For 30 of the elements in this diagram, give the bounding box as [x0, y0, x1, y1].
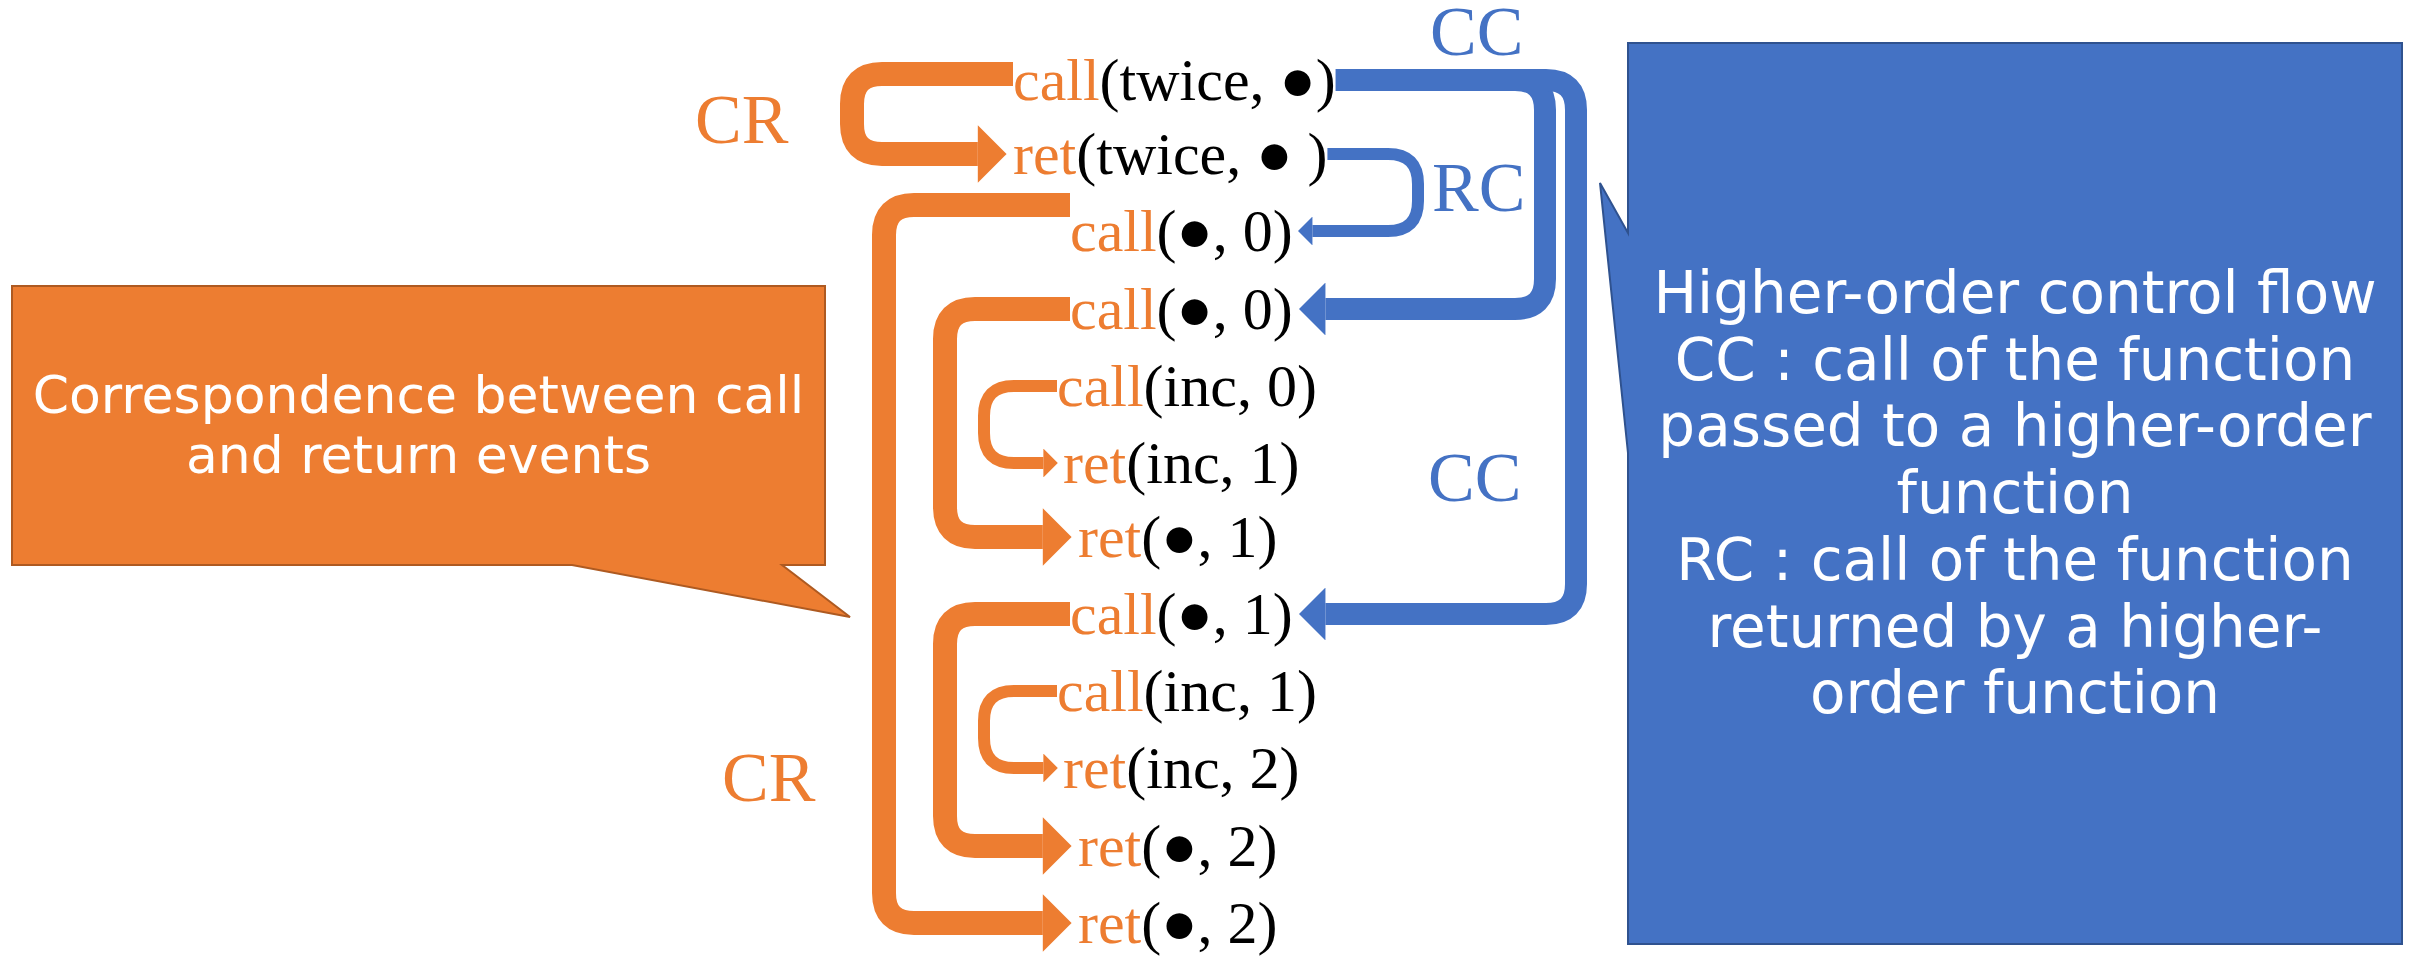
arrow — [933, 297, 1072, 566]
arrow — [1298, 148, 1424, 246]
edge-label: CR — [722, 740, 816, 816]
edge-label: CC — [1428, 440, 1522, 516]
event-label: call(●, 0) — [1070, 198, 1293, 264]
callout-text: Correspondence between call and return events — [32, 365, 805, 486]
callout-text: Higher-order control flow — [1652, 260, 2378, 327]
arrow — [978, 685, 1058, 783]
arrow — [933, 602, 1072, 875]
edge-label: CC — [1430, 0, 1524, 70]
event-label: call(inc, 0) — [1057, 353, 1317, 419]
callout-text: RC : call of the function returned by a higher-order function — [1675, 526, 2355, 727]
edge-label: CR — [695, 82, 789, 158]
event-label: call(inc, 1) — [1057, 658, 1317, 724]
arrow — [1299, 69, 1587, 641]
event-label: ret(inc, 2) — [1063, 735, 1300, 801]
arrow — [978, 380, 1058, 478]
event-label: ret(●, 2) — [1078, 813, 1278, 879]
edge-label: RC — [1432, 150, 1526, 226]
event-label: ret(●, 2) — [1078, 890, 1278, 956]
event-label: call(twice, ●) — [1013, 47, 1336, 113]
arrow — [840, 62, 1013, 183]
event-label: ret(inc, 1) — [1063, 430, 1300, 496]
arrow — [872, 193, 1072, 952]
event-label: call(●, 0) — [1070, 276, 1293, 342]
event-label: ret(twice, ● ) — [1013, 121, 1328, 187]
event-label: call(●, 1) — [1070, 581, 1293, 647]
callout-text: CC : call of the function passed to a higher-order function — [1657, 326, 2373, 527]
callout-shape — [1600, 43, 2402, 944]
event-label: ret(●, 1) — [1078, 504, 1278, 570]
